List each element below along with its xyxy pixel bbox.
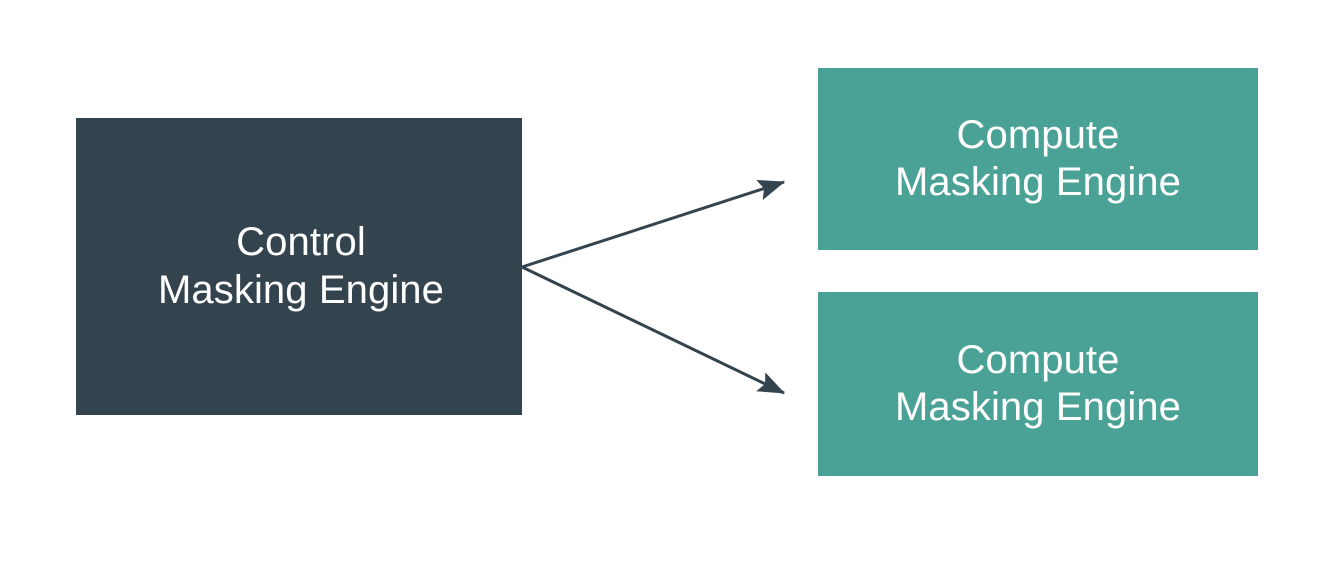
compute-masking-engine-label-1: Compute Masking Engine xyxy=(894,112,1181,204)
control-masking-engine-node[interactable]: Control Masking Engine xyxy=(76,118,522,415)
compute-masking-engine-node-2[interactable]: Compute Masking Engine xyxy=(818,292,1258,476)
control-masking-engine-label: Control Masking Engine xyxy=(157,220,444,312)
arrow-control-to-compute-1 xyxy=(521,179,786,269)
compute-masking-engine-label-2: Compute Masking Engine xyxy=(894,337,1181,429)
arrow-control-to-compute-2 xyxy=(521,265,786,395)
compute-masking-engine-node-1[interactable]: Compute Masking Engine xyxy=(818,68,1258,250)
